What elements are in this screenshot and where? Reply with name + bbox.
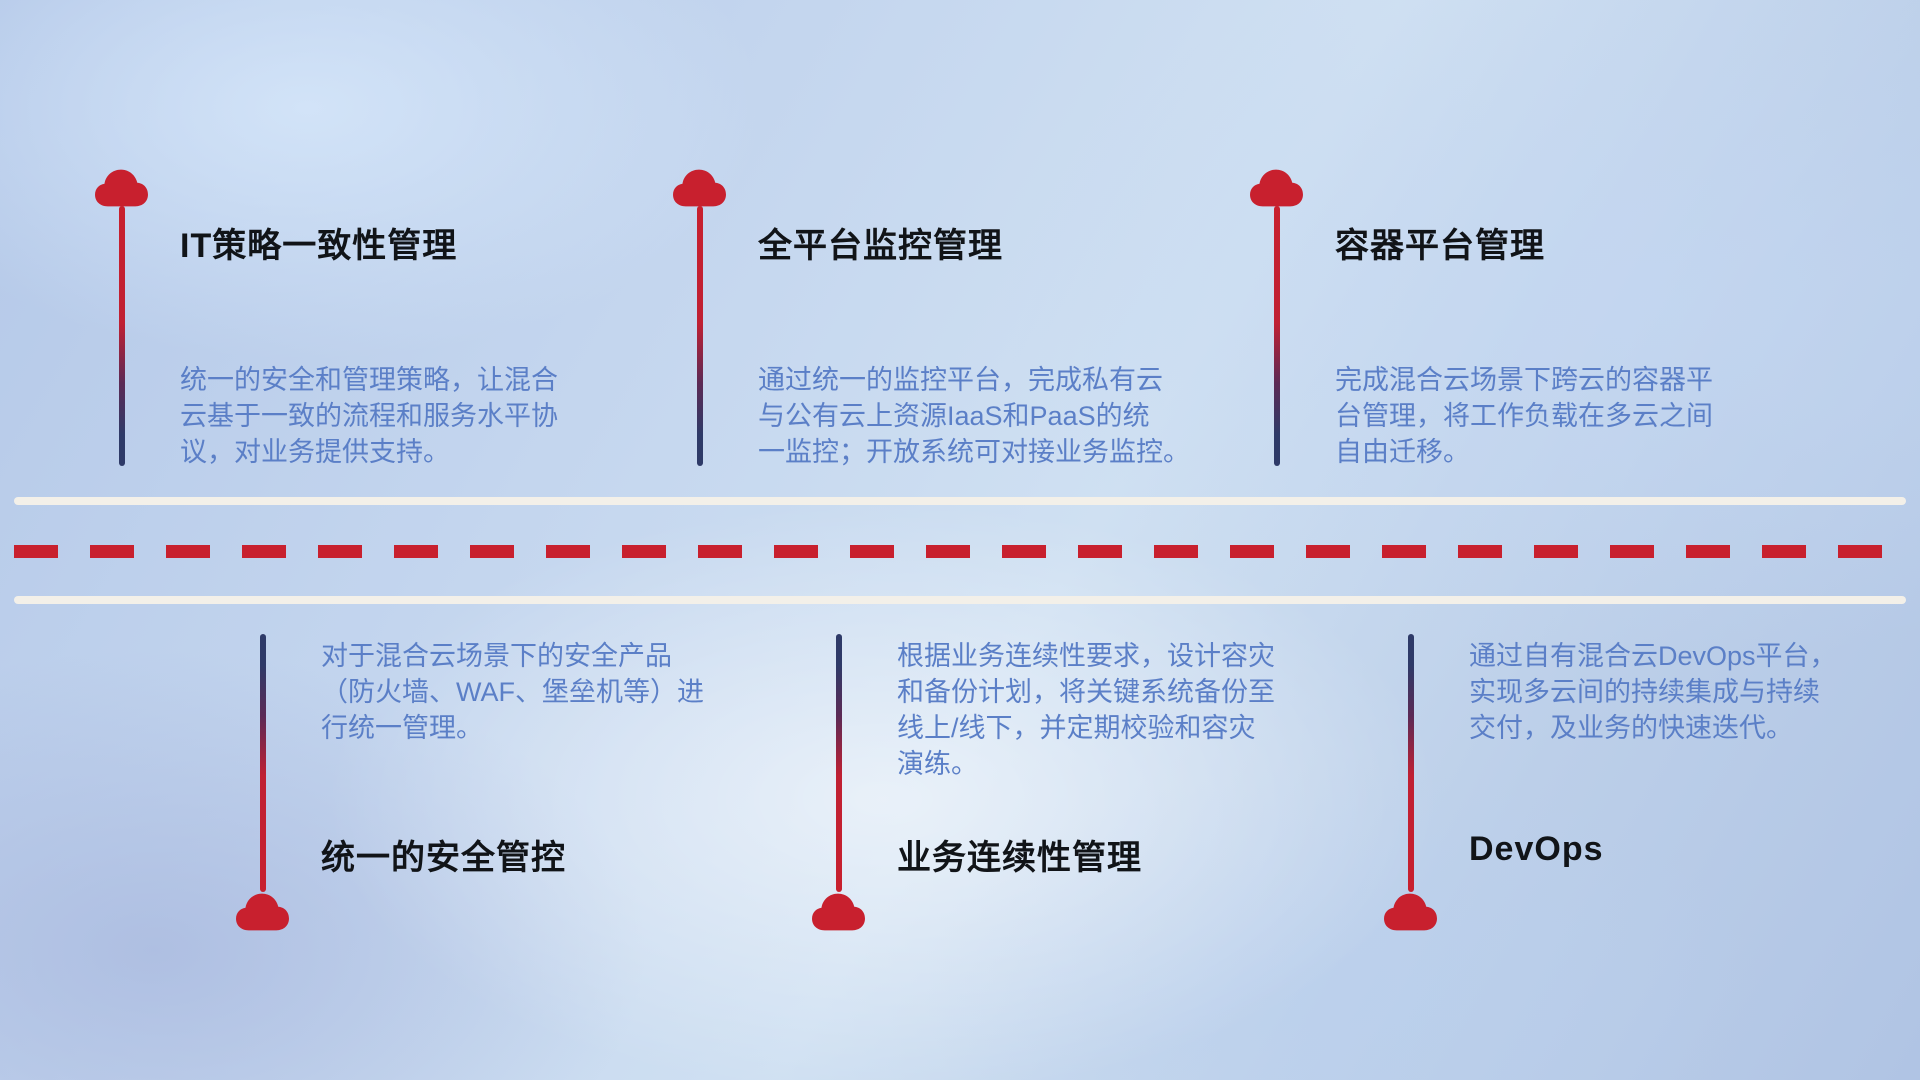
timeline-pole (1274, 206, 1280, 466)
capability-description: 完成混合云场景下跨云的容器平 台管理，将工作负载在多云之间 自由迁移。 (1335, 365, 1713, 467)
cloud-icon (672, 168, 727, 208)
timeline-pole (119, 206, 125, 466)
capability-title: IT策略一致性管理 (180, 227, 458, 265)
capability-description: 统一的安全和管理策略，让混合 云基于一致的流程和服务水平协 议，对业务提供支持。 (180, 365, 558, 467)
cloud-icon (94, 168, 149, 208)
road-edge-line-top (14, 497, 1906, 505)
capability-title: 统一的安全管控 (321, 839, 566, 877)
timeline-pole (697, 206, 703, 466)
timeline-pole (836, 634, 842, 892)
cloud-icon (235, 892, 290, 932)
capability-description: 对于混合云场景下的安全产品 （防火墙、WAF、堡垒机等）进 行统一管理。 (321, 641, 704, 743)
capability-description: 通过自有混合云DevOps平台， 实现多云间的持续集成与持续 交付，及业务的快速… (1469, 641, 1837, 743)
capability-title: 业务连续性管理 (897, 839, 1142, 877)
cloud-icon (811, 892, 866, 932)
cloud-icon (1383, 892, 1438, 932)
road-dashed-center-line (14, 545, 1906, 558)
capability-description: 根据业务连续性要求，设计容灾 和备份计划，将关键系统备份至 线上/线下，并定期校… (897, 641, 1275, 779)
timeline-pole (1408, 634, 1414, 892)
capability-title: 全平台监控管理 (758, 227, 1003, 265)
capability-title: DevOps (1469, 830, 1604, 868)
capability-description: 通过统一的监控平台，完成私有云 与公有云上资源IaaS和PaaS的统 一监控；开… (758, 365, 1190, 467)
road-edge-line-bottom (14, 596, 1906, 604)
capability-title: 容器平台管理 (1335, 227, 1545, 265)
cloud-icon (1249, 168, 1304, 208)
timeline-pole (260, 634, 266, 892)
